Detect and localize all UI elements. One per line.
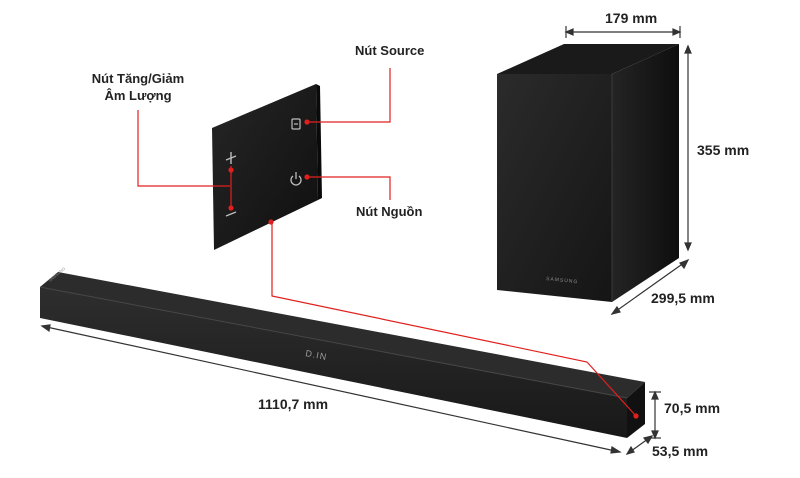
soundbar-display-text: D.IN [305, 348, 328, 362]
minus-icon [225, 211, 237, 217]
soundbar-top [40, 272, 645, 398]
callout-dots [228, 119, 639, 419]
soundbar: SAMSUNG D.IN [39, 266, 645, 438]
power-icon [290, 172, 302, 186]
callout-lines [137, 68, 637, 417]
sub-width-label: 179 mm [605, 10, 658, 26]
sub-depth-label: 299,5 mm [651, 290, 715, 306]
subwoofer-side [612, 44, 679, 302]
bar-length-line [41, 325, 621, 453]
power-button-label: Nút Nguồn [356, 204, 423, 219]
soundbar-front [40, 287, 627, 438]
volume-button-label: Nút Tăng/Giảm Âm Lượng [80, 70, 196, 104]
subwoofer-dimensions [564, 26, 692, 315]
soundbar-end [627, 382, 645, 438]
bar-height-label: 70,5 mm [664, 400, 721, 416]
subwoofer: SAMSUNG [497, 44, 679, 302]
control-panel [212, 84, 322, 250]
sub-height-label: 355 mm [697, 142, 750, 158]
control-panel-face [212, 84, 318, 250]
source-button-label: Nút Source [355, 43, 425, 58]
subwoofer-brand: SAMSUNG [546, 276, 579, 285]
plus-icon [225, 152, 237, 164]
subwoofer-top [497, 44, 679, 74]
volume-label-line2: Âm Lượng [104, 88, 172, 103]
bar-depth-label: 53,5 mm [652, 443, 709, 459]
bar-length-label: 1110,7 mm [258, 396, 329, 412]
subwoofer-front [497, 74, 612, 302]
power-callout-line [306, 176, 391, 200]
volume-label-line1: Nút Tăng/Giảm [91, 71, 185, 86]
volume-callout-line [137, 110, 230, 187]
sub-depth-line [611, 259, 689, 315]
soundbar-dimensions [40, 324, 661, 455]
panel-to-bar-line [271, 220, 637, 417]
source-icon [291, 118, 301, 130]
source-callout-line [306, 68, 391, 123]
